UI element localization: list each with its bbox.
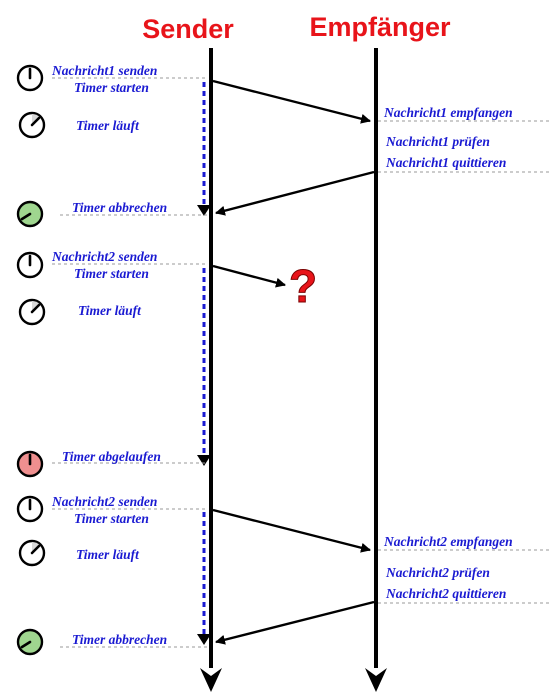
label-nachricht2-senden: Nachricht2 senden <box>51 249 157 264</box>
ack-1-arrow <box>215 170 375 216</box>
clock-running-1-icon <box>18 111 46 139</box>
sender-lifeline-arrowhead <box>200 668 222 692</box>
message-1-arrow <box>212 79 371 124</box>
receiver-lifeline-arrowhead <box>365 668 387 692</box>
label-nachricht1-empfangen: Nachricht1 empfangen <box>383 105 513 120</box>
message-3-arrow <box>212 508 371 553</box>
clock-running-2-icon <box>18 298 46 326</box>
timer-end-arrowheads <box>197 205 211 645</box>
label-nachricht2-pruefen: Nachricht2 prüfen <box>385 565 490 580</box>
ack-2-arrow <box>215 600 375 645</box>
timer-2-end-arrow <box>197 455 211 466</box>
message-arrows <box>212 79 375 645</box>
label-timer2-laeuft: Timer läuft <box>78 303 142 318</box>
receiver-labels: Nachricht1 empfangen Nachricht1 prüfen N… <box>383 105 513 601</box>
clock-expired-icon <box>16 450 44 478</box>
label-nachricht1-pruefen: Nachricht1 prüfen <box>385 134 490 149</box>
label-timer2-starten: Timer starten <box>74 266 149 281</box>
receiver-header: Empfänger <box>309 12 451 42</box>
guide-lines <box>52 77 552 648</box>
label-timer1-abbrechen: Timer abbrechen <box>72 200 167 215</box>
label-nachricht2-senden-retry: Nachricht2 senden <box>51 494 157 509</box>
label-nachricht2-empfangen: Nachricht2 empfangen <box>383 534 513 549</box>
label-nachricht1-senden: Nachricht1 senden <box>51 63 157 78</box>
label-nachricht2-quittieren: Nachricht2 quittieren <box>385 586 506 601</box>
clock-cancel-1-icon <box>16 200 44 228</box>
label-nachricht1-quittieren: Nachricht1 quittieren <box>385 155 506 170</box>
clock-send-1-icon <box>16 64 44 92</box>
sender-labels: Nachricht1 senden Timer starten Timer lä… <box>51 63 167 647</box>
clock-running-3-icon <box>18 539 46 567</box>
label-timer1-laeuft: Timer läuft <box>76 118 140 133</box>
clock-send-2-icon <box>16 251 44 279</box>
label-timer3-abbrechen: Timer abbrechen <box>72 632 167 647</box>
clock-icons <box>16 64 46 656</box>
sender-header: Sender <box>142 14 234 44</box>
timer-1-end-arrow <box>197 205 211 216</box>
lost-message-question-mark: ? <box>289 260 317 312</box>
timer-3-end-arrow <box>197 634 211 645</box>
label-timer1-starten: Timer starten <box>74 80 149 95</box>
label-timer2-abgelaufen: Timer abgelaufen <box>62 449 161 464</box>
label-timer3-laeuft: Timer läuft <box>76 547 140 562</box>
clock-cancel-2-icon <box>16 628 44 656</box>
message-2-lost-arrow <box>212 264 286 288</box>
label-timer3-starten: Timer starten <box>74 511 149 526</box>
clock-send-3-icon <box>16 495 44 523</box>
